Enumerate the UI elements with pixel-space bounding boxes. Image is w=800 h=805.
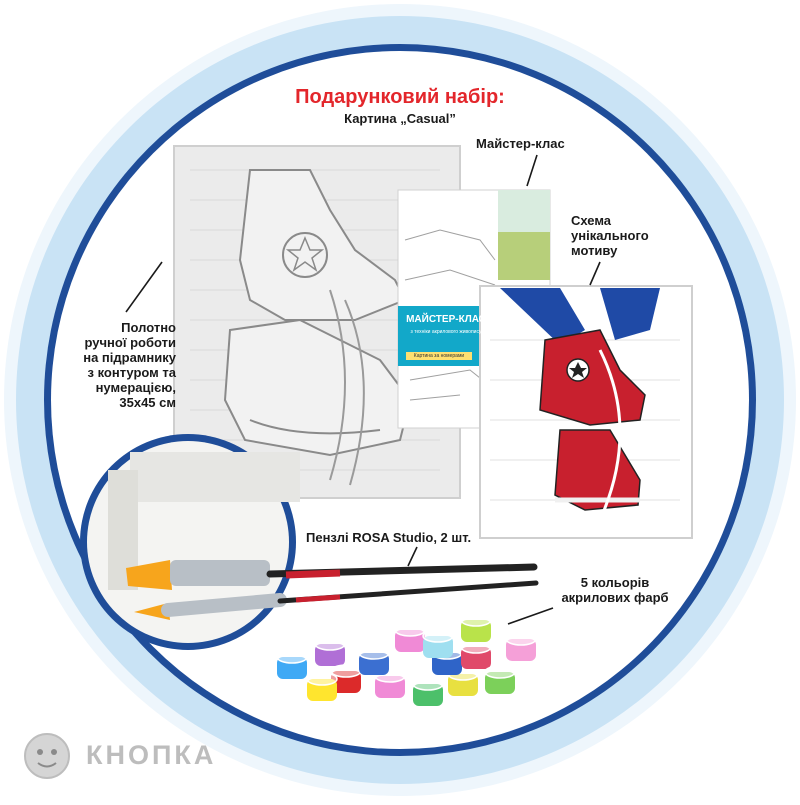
paint-jar xyxy=(330,664,362,693)
booklet-title: МАЙСТЕР-КЛАС xyxy=(406,314,486,325)
paint-jar xyxy=(422,629,454,658)
booklet-subtitle: з техніки акрилового живопису xyxy=(410,329,482,335)
paint-jar xyxy=(460,640,492,669)
booklet-tag: Картина за номерами xyxy=(406,352,472,360)
paints-label: 5 кольорів акрилових фарб xyxy=(561,575,669,605)
brushes-label: Пензлі ROSA Studio, 2 шт. xyxy=(306,530,472,545)
paint-jar xyxy=(306,672,338,701)
subtitle: Картина „Casual” xyxy=(344,111,456,126)
canvas-label: Полотно ручної роботи на підрамнику з ко… xyxy=(83,320,176,410)
scheme-card xyxy=(479,285,693,539)
paint-jar xyxy=(276,650,308,679)
scheme-label: Схема унікального мотиву xyxy=(571,213,649,258)
paint-jar xyxy=(358,646,390,675)
master-class-label: Майстер-клас xyxy=(476,136,565,151)
title: Подарунковий набір: xyxy=(295,86,505,108)
paint-jar xyxy=(505,632,537,661)
brushes xyxy=(126,560,539,620)
pointer-lines xyxy=(125,154,601,625)
paint-jar xyxy=(412,677,444,706)
paint-jar xyxy=(314,637,346,666)
paint-jar xyxy=(484,665,516,694)
canvas-corner-zoom xyxy=(80,434,300,650)
brand-name: КНОПКА xyxy=(86,740,217,770)
paint-jar xyxy=(394,623,426,652)
brand-mascot-icon xyxy=(24,733,70,779)
paint-jar xyxy=(460,613,492,642)
paint-jars xyxy=(276,613,537,706)
